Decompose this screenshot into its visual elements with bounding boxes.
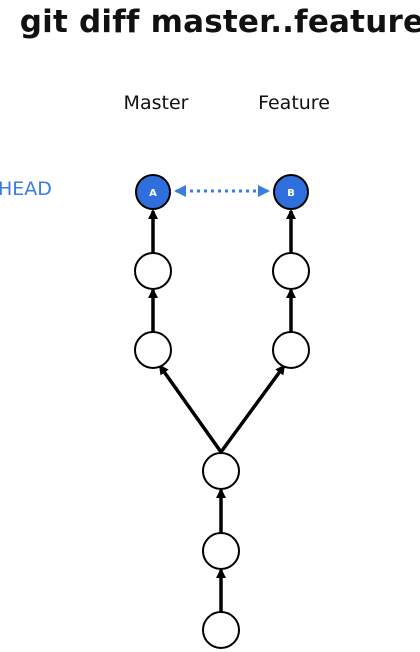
commit-node-master-1	[134, 252, 172, 290]
commit-node-B	[273, 174, 309, 210]
master-branch-label: Master	[123, 92, 189, 114]
feature-branch-label: Feature	[258, 92, 330, 114]
commit-node-master-2	[134, 331, 172, 369]
commit-node-base-1	[202, 452, 240, 490]
edge-base1-to-feature2	[219, 364, 286, 454]
commit-label-B: B	[287, 188, 295, 199]
edge-base1-to-master2	[158, 364, 223, 454]
commit-node-base-2	[202, 532, 240, 570]
head-label: HEAD	[0, 178, 52, 200]
commit-label-A: A	[149, 188, 157, 199]
commit-node-base-3	[202, 611, 240, 649]
commit-node-feature-1	[272, 252, 310, 290]
commit-node-feature-2	[272, 331, 310, 369]
diagram-title: git diff master..feature	[19, 4, 420, 40]
commit-node-A	[135, 174, 171, 210]
